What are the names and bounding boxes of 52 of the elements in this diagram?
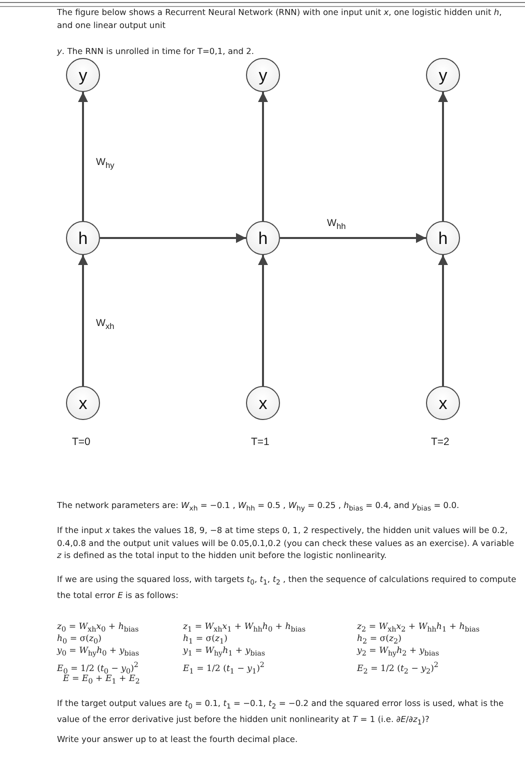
- equation: z$_{2}$ = W$_{xh}$x$_{2}$ + W$_{hh}$h$_{1}$ + h$_{bias}$: [357, 622, 480, 634]
- unit-circle: [246, 386, 280, 420]
- arrow: [280, 233, 426, 243]
- unit-label: h: [258, 230, 268, 246]
- time-step-label: T=0: [72, 436, 90, 448]
- equation: y$_{0}$ = W$_{hy}$h$_{0}$ + y$_{bias}$: [57, 646, 140, 659]
- unit-label: x: [258, 394, 268, 412]
- unit-label: h: [438, 230, 448, 246]
- unit-circle: [66, 221, 100, 255]
- equation: E$_{1}$ = 1/2 (t$_{1}$ − y$_{1}$)$^{2}$: [183, 659, 264, 677]
- unit-label: y: [78, 66, 88, 84]
- unit-circle: [246, 58, 280, 92]
- unit-circle: [426, 386, 460, 420]
- paragraph: If we are using the squared loss, with targets t$_{0}$, t$_{1}$, t$_{2}$ , then the sequence of calculations required to compute the total error E is as follows:: [57, 573, 517, 602]
- unit-label: y: [258, 66, 268, 84]
- arrow: [78, 255, 88, 386]
- arrow: [438, 255, 448, 386]
- arrow: [258, 92, 268, 221]
- paragraph: Write your answer up to at least the fourth decimal place.: [57, 733, 299, 746]
- paragraph: The network parameters are: W$_{xh}$ = −0.1 , W$_{hh}$ = 0.5 , W$_{hy}$ = 0.25 , h$_{bias}$ = 0.4, and y$_{bias}$ = 0.0.: [57, 499, 460, 515]
- unit-circle: [66, 58, 100, 92]
- equation: z$_{0}$ = W$_{xh}$x$_{0}$ + h$_{bias}$: [57, 622, 139, 634]
- edge-label: W$_{hy}$: [95, 157, 116, 170]
- unit-circle: [66, 386, 100, 420]
- time-step-label: T=2: [431, 436, 450, 448]
- unit-label: x: [78, 394, 88, 412]
- arrow: [100, 233, 246, 243]
- arrow: [438, 92, 448, 221]
- equation: y$_{2}$ = W$_{hy}$h$_{2}$ + y$_{bias}$: [357, 646, 440, 659]
- equation: E = E$_{0}$ + E$_{1}$ + E$_{2}$: [63, 674, 140, 687]
- unit-circle: [246, 221, 280, 255]
- equation: z$_{1}$ = W$_{xh}$x$_{1}$ + W$_{hh}$h$_{0}$ + h$_{bias}$: [183, 622, 306, 634]
- paragraph: If the input x takes the values 18, 9, −8 at time steps 0, 1, 2 respectively, the hidden unit values will be 0.2, 0.4,0.8 and the output unit values will be 0.05,0.1,0.2 (you can check these values as an exercise). A variable z is defined as the total input to the hidden unit before the logistic nonlinearity.: [57, 524, 516, 562]
- equation: E$_{0}$ = 1/2 (t$_{0}$ − y$_{0}$)$^{2}$: [57, 659, 138, 676]
- arrow: [258, 255, 268, 386]
- paragraph: If the target output values are t$_{0}$ = 0.1, t$_{1}$ = −0.1, t$_{2}$ = −0.2 and the squared error loss is used, what is the value of the error derivative just before the hidden unit nonlinearity at T = 1 (i.e. ∂E/∂z$_{1}$)?: [57, 697, 505, 729]
- edge-label: W$_{xh}$: [95, 318, 116, 331]
- unit-circle: [426, 221, 460, 255]
- edge-label: W$_{hh}$: [326, 218, 347, 231]
- paragraph: The figure below shows a Recurrent Neural Network (RNN) with one input unit x, one logistic hidden unit h, and one linear output unit: [57, 6, 503, 31]
- unit-label: y: [438, 66, 448, 84]
- equation: E$_{2}$ = 1/2 (t$_{2}$ − y$_{2}$)$^{2}$: [357, 659, 438, 677]
- equation: h$_{0}$ = σ(z$_{0}$): [57, 634, 102, 646]
- time-step-label: T=1: [251, 436, 270, 448]
- equation: y$_{1}$ = W$_{hy}$h$_{1}$ + y$_{bias}$: [183, 646, 266, 659]
- equation: h$_{2}$ = σ(z$_{2}$): [357, 634, 402, 646]
- unit-label: x: [438, 394, 448, 412]
- unit-circle: [426, 58, 460, 92]
- unit-label: h: [78, 230, 88, 246]
- arrow: [78, 92, 88, 221]
- paragraph: y. The RNN is unrolled in time for T=0,1, and 2.: [57, 45, 256, 58]
- equation: h$_{1}$ = σ(z$_{1}$): [183, 634, 228, 646]
